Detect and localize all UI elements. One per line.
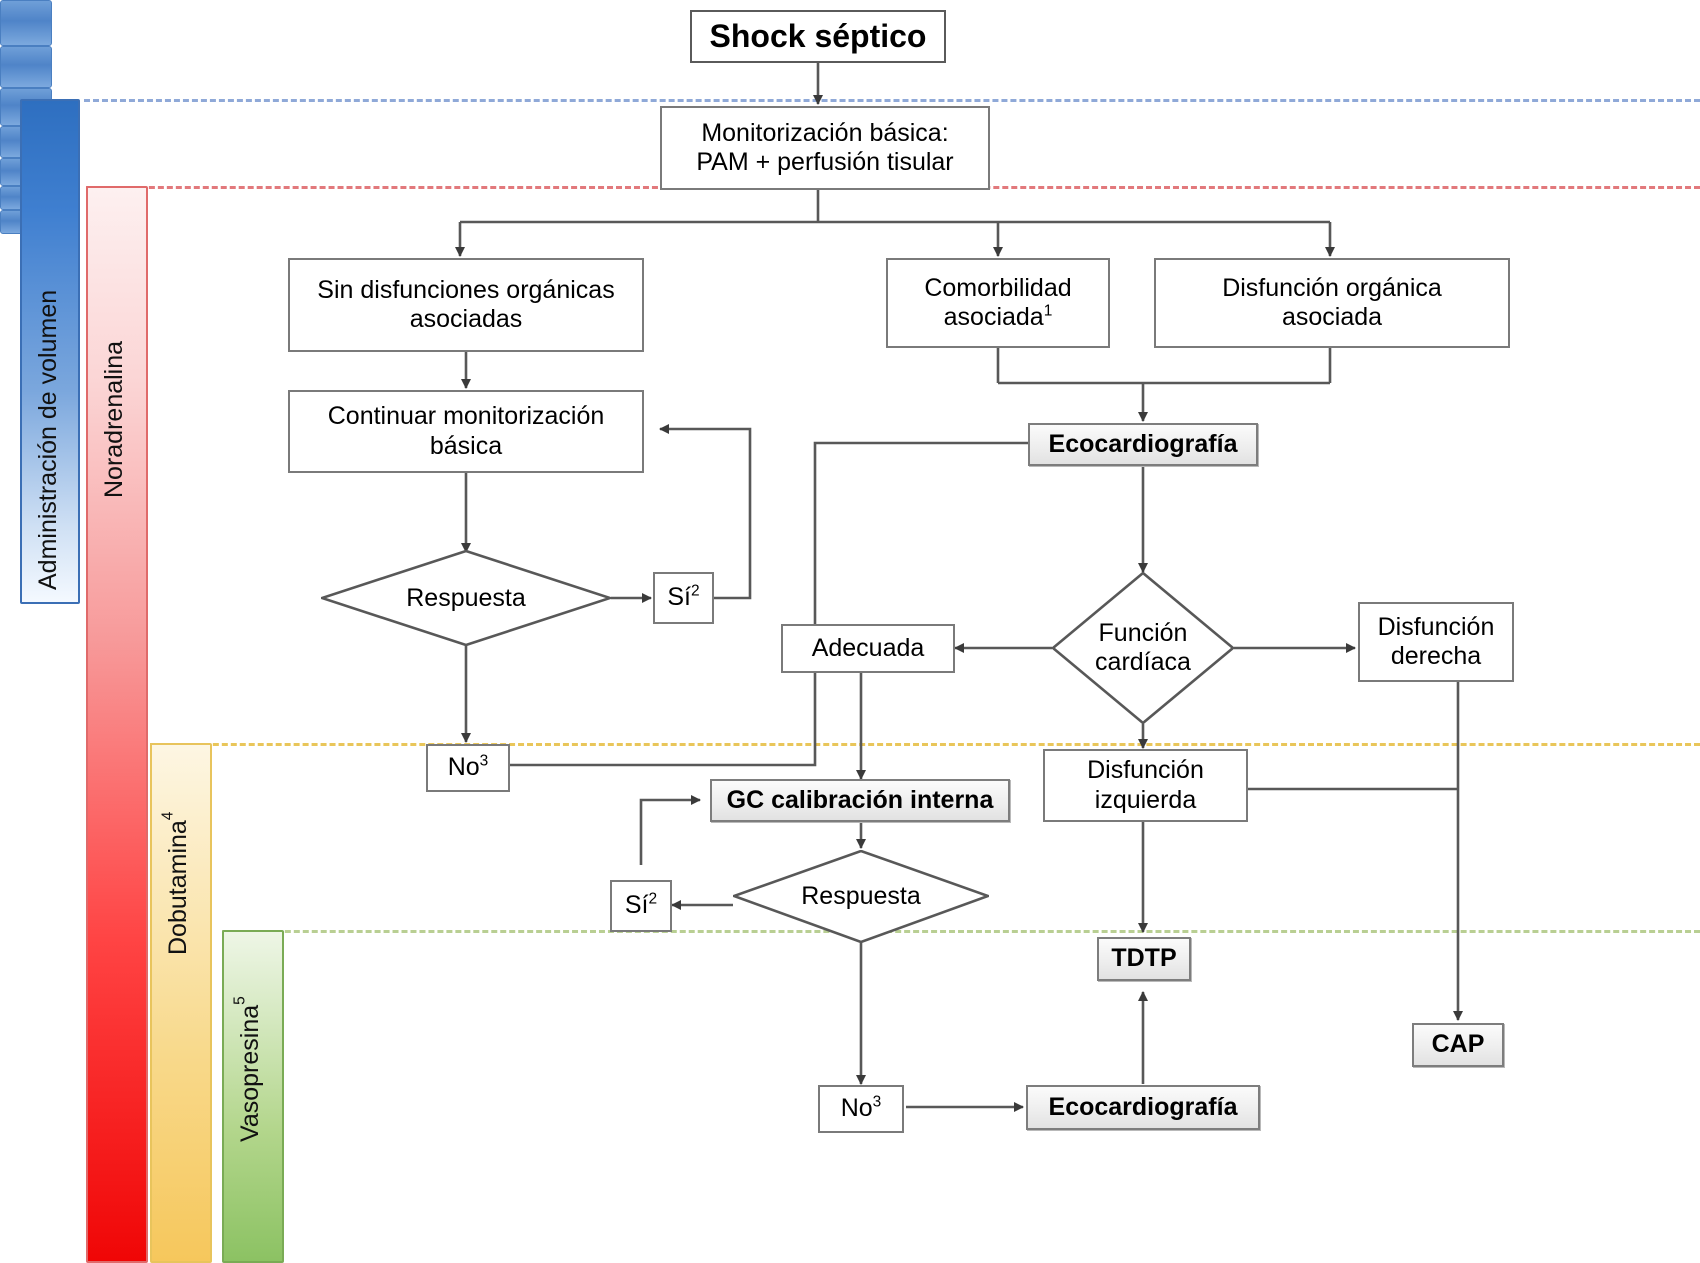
decision-label: Respuesta — [406, 583, 526, 612]
node-no-2[interactable]: No3 — [818, 1085, 904, 1133]
node-text: Disfunción derecha — [1377, 612, 1495, 671]
bar-volumen-fade-chip — [0, 0, 52, 46]
zone-separator-volumen — [84, 99, 1700, 102]
diamond-shape — [1052, 572, 1234, 724]
node-text: Comorbilidad asociada1 — [924, 273, 1072, 332]
node-text: Sí2 — [667, 582, 700, 612]
node-text: No3 — [840, 1093, 882, 1123]
decision-label: Función cardíaca — [1095, 619, 1191, 676]
node-si-2[interactable]: Sí2 — [610, 880, 672, 932]
zone-separator-vasopresina — [222, 930, 1700, 933]
node-text: No3 — [447, 752, 489, 782]
node-si-1[interactable]: Sí2 — [653, 572, 714, 624]
bar-vasopresina — [222, 930, 284, 1263]
node-text: Sin disfunciones orgánicas asociadas — [317, 275, 615, 334]
bar-label-dobutamina: Dobutamina4 — [159, 811, 192, 955]
bar-label-volumen: Administración de volumen — [34, 289, 62, 590]
node-shock-septico[interactable]: Shock séptico — [690, 10, 946, 63]
bar-dobutamina — [150, 743, 212, 1263]
diamond-shape — [321, 550, 611, 646]
node-ecocardiografia-superior[interactable]: Ecocardiografía — [1028, 423, 1258, 466]
node-text: Continuar monitorización básica — [327, 402, 605, 460]
node-text: Disfunción izquierda — [1087, 756, 1204, 814]
bar-volumen — [20, 99, 80, 604]
bar-volumen-fade-chip — [0, 46, 52, 88]
node-disfuncion-izquierda[interactable]: Disfunción izquierda — [1043, 749, 1248, 822]
node-text: Monitorización básica: PAM + perfusión t… — [696, 118, 954, 177]
bar-label-noradrenalina: Noradrenalina — [100, 340, 128, 498]
decision-respuesta-2[interactable]: Respuesta — [733, 850, 989, 943]
bar-noradrenalina — [86, 186, 148, 1263]
decision-label: Respuesta — [801, 882, 921, 911]
node-text: Disfunción orgánica asociada — [1222, 273, 1442, 332]
node-gc-calibracion-interna[interactable]: GC calibración interna — [710, 779, 1010, 822]
decision-respuesta-1[interactable]: Respuesta — [321, 550, 611, 646]
node-no-1[interactable]: No3 — [426, 744, 510, 792]
diamond-shape — [733, 850, 989, 943]
decision-funcion-cardiaca[interactable]: Función cardíaca — [1052, 572, 1234, 724]
node-text: Sí2 — [624, 890, 658, 920]
bar-label-vasopresina: Vasopresina5 — [231, 996, 264, 1142]
node-adecuada[interactable]: Adecuada — [781, 624, 955, 673]
node-sin-disfunciones-organicas[interactable]: Sin disfunciones orgánicas asociadas — [288, 258, 644, 352]
node-tdtp[interactable]: TDTP — [1097, 937, 1191, 981]
node-continuar-monitorizacion-basica[interactable]: Continuar monitorización básica — [288, 390, 644, 473]
node-ecocardiografia-inferior[interactable]: Ecocardiografía — [1026, 1085, 1260, 1130]
node-disfuncion-organica-asociada[interactable]: Disfunción orgánica asociada — [1154, 258, 1510, 348]
zone-separator-dobutamina — [150, 743, 1700, 746]
node-monitorizacion-basica[interactable]: Monitorización básica: PAM + perfusión t… — [660, 106, 990, 190]
node-comorbilidad-asociada[interactable]: Comorbilidad asociada1 — [886, 258, 1110, 348]
node-disfuncion-derecha[interactable]: Disfunción derecha — [1358, 602, 1514, 682]
node-cap[interactable]: CAP — [1412, 1023, 1504, 1067]
